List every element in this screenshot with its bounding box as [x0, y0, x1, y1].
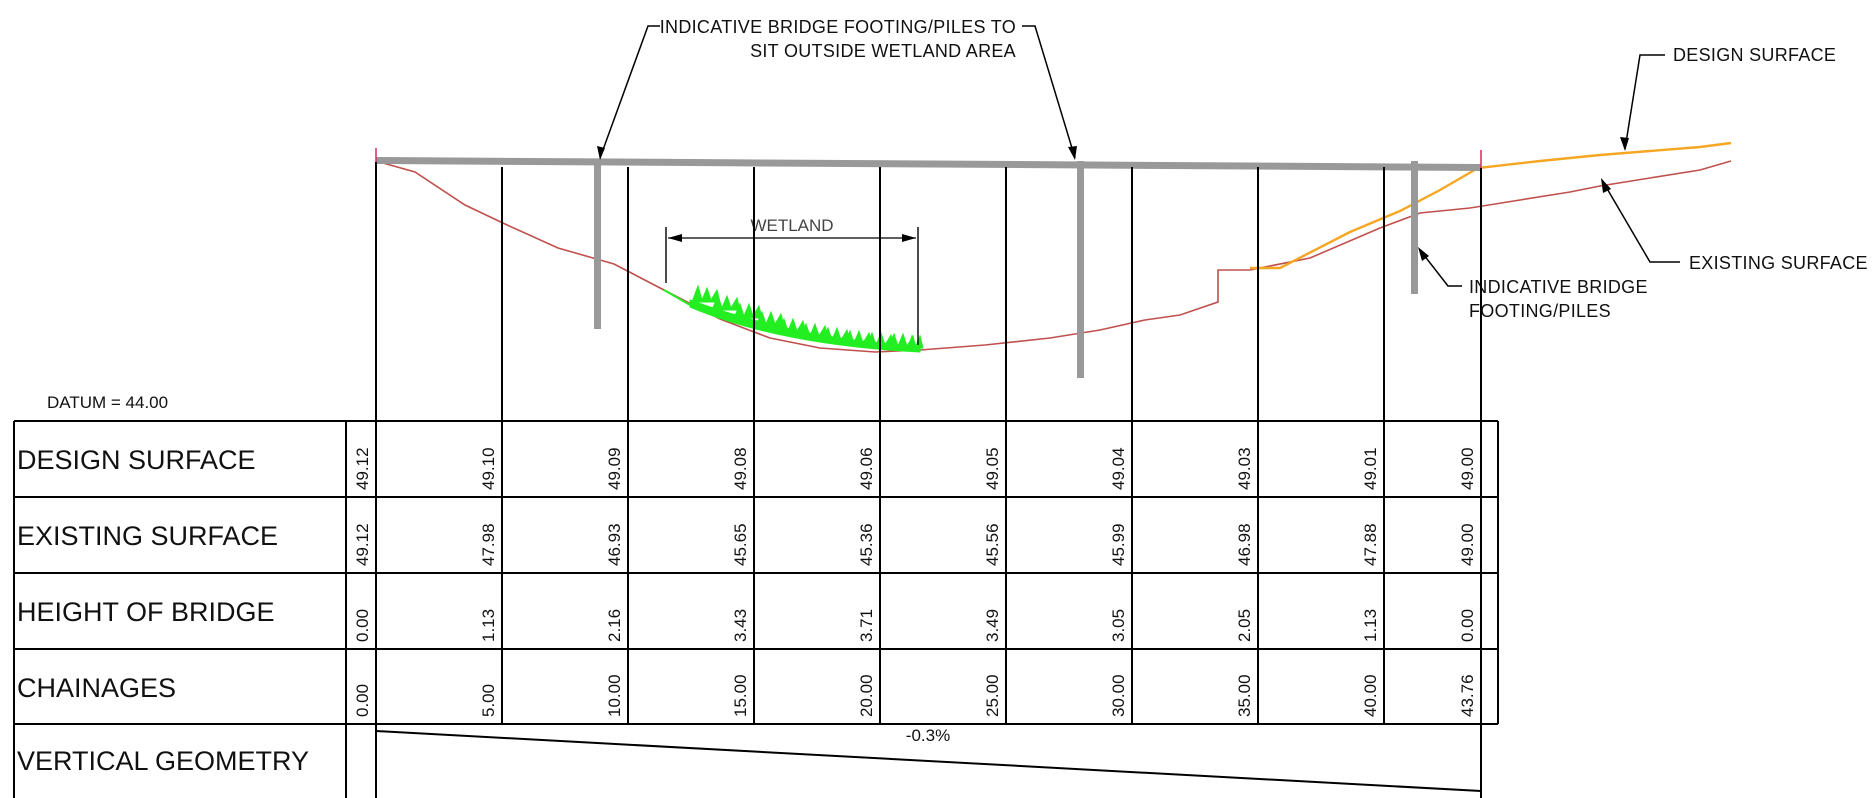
pile-right — [1411, 161, 1418, 294]
existing-surface-line — [375, 160, 1732, 353]
profile-view: WETLAND INDICATIVE BRIDGE FOOTING/PILES … — [47, 17, 1868, 412]
cell-height-of-bridge-9: 0.00 — [1458, 609, 1477, 642]
bridge-deck — [376, 157, 1481, 171]
cell-design-surface-5: 49.05 — [983, 447, 1002, 490]
row-label-height-of-bridge: HEIGHT OF BRIDGE — [17, 597, 275, 627]
cell-height-of-bridge-5: 3.49 — [983, 609, 1002, 642]
cell-height-of-bridge-0: 0.00 — [353, 609, 372, 642]
top-footing-note-line1: INDICATIVE BRIDGE FOOTING/PILES TO — [660, 17, 1016, 37]
cell-existing-surface-9: 49.00 — [1458, 523, 1477, 566]
cell-height-of-bridge-6: 3.05 — [1109, 609, 1128, 642]
cell-existing-surface-6: 45.99 — [1109, 523, 1128, 566]
cell-chainages-0: 0.00 — [353, 684, 372, 717]
top-footing-note-line2: SIT OUTSIDE WETLAND AREA — [750, 41, 1016, 61]
table-cells: 49.12 49.10 49.09 49.08 49.06 49.05 49.04 49.03… — [353, 447, 1477, 717]
design-surface-note: DESIGN SURFACE — [1620, 45, 1836, 151]
row-label-chainages: CHAINAGES — [17, 673, 176, 703]
cell-chainages-9: 43.76 — [1458, 674, 1477, 717]
cell-chainages-2: 10.00 — [605, 674, 624, 717]
row-label-existing-surface: EXISTING SURFACE — [17, 521, 278, 551]
right-footing-note-line2: FOOTING/PILES — [1469, 301, 1611, 321]
top-footing-note: INDICATIVE BRIDGE FOOTING/PILES TO SIT O… — [597, 17, 1077, 160]
cell-height-of-bridge-3: 3.43 — [731, 609, 750, 642]
row-label-vertical-geometry: VERTICAL GEOMETRY — [17, 746, 309, 776]
cell-height-of-bridge-8: 1.13 — [1361, 609, 1380, 642]
cell-design-surface-0: 49.12 — [353, 447, 372, 490]
cell-existing-surface-2: 46.93 — [605, 523, 624, 566]
cell-chainages-1: 5.00 — [479, 684, 498, 717]
wetland-vegetation — [663, 284, 924, 353]
cell-existing-surface-1: 47.98 — [479, 523, 498, 566]
cell-chainages-4: 20.00 — [857, 674, 876, 717]
cell-design-surface-1: 49.10 — [479, 447, 498, 490]
vertical-geometry-grade-label: -0.3% — [906, 726, 950, 745]
cell-design-surface-6: 49.04 — [1109, 447, 1128, 490]
row-label-design-surface: DESIGN SURFACE — [17, 445, 256, 475]
station-lines — [375, 162, 1482, 798]
cell-design-surface-3: 49.08 — [731, 447, 750, 490]
data-table: DESIGN SURFACE EXISTING SURFACE HEIGHT O… — [13, 162, 1499, 798]
right-footing-note-line1: INDICATIVE BRIDGE — [1469, 277, 1648, 297]
existing-surface-label: EXISTING SURFACE — [1689, 253, 1868, 273]
cell-design-surface-7: 49.03 — [1235, 447, 1254, 490]
cell-design-surface-2: 49.09 — [605, 447, 624, 490]
datum-label: DATUM = 44.00 — [47, 393, 168, 412]
cell-chainages-3: 15.00 — [731, 674, 750, 717]
cell-height-of-bridge-7: 2.05 — [1235, 609, 1254, 642]
vertical-geometry-grade-line — [375, 730, 1482, 792]
pile-middle — [1077, 161, 1084, 378]
cell-existing-surface-5: 45.56 — [983, 523, 1002, 566]
existing-surface-note: EXISTING SURFACE — [1601, 178, 1868, 273]
pile-left — [594, 161, 601, 329]
right-footing-note: INDICATIVE BRIDGE FOOTING/PILES — [1418, 247, 1648, 321]
cell-design-surface-9: 49.00 — [1458, 447, 1477, 490]
cell-chainages-6: 30.00 — [1109, 674, 1128, 717]
cell-chainages-7: 35.00 — [1235, 674, 1254, 717]
design-surface-label: DESIGN SURFACE — [1673, 45, 1836, 65]
cell-existing-surface-3: 45.65 — [731, 523, 750, 566]
cell-design-surface-4: 49.06 — [857, 447, 876, 490]
cell-existing-surface-0: 49.12 — [353, 523, 372, 566]
wetland-label: WETLAND — [750, 216, 833, 235]
cell-height-of-bridge-1: 1.13 — [479, 609, 498, 642]
cell-chainages-5: 25.00 — [983, 674, 1002, 717]
cell-existing-surface-7: 46.98 — [1235, 523, 1254, 566]
cell-chainages-8: 40.00 — [1361, 674, 1380, 717]
cell-height-of-bridge-4: 3.71 — [857, 609, 876, 642]
cell-height-of-bridge-2: 2.16 — [605, 609, 624, 642]
cell-design-surface-8: 49.01 — [1361, 447, 1380, 490]
cell-existing-surface-8: 47.88 — [1361, 523, 1380, 566]
wetland-dimension: WETLAND — [665, 216, 919, 345]
cell-existing-surface-4: 45.36 — [857, 523, 876, 566]
